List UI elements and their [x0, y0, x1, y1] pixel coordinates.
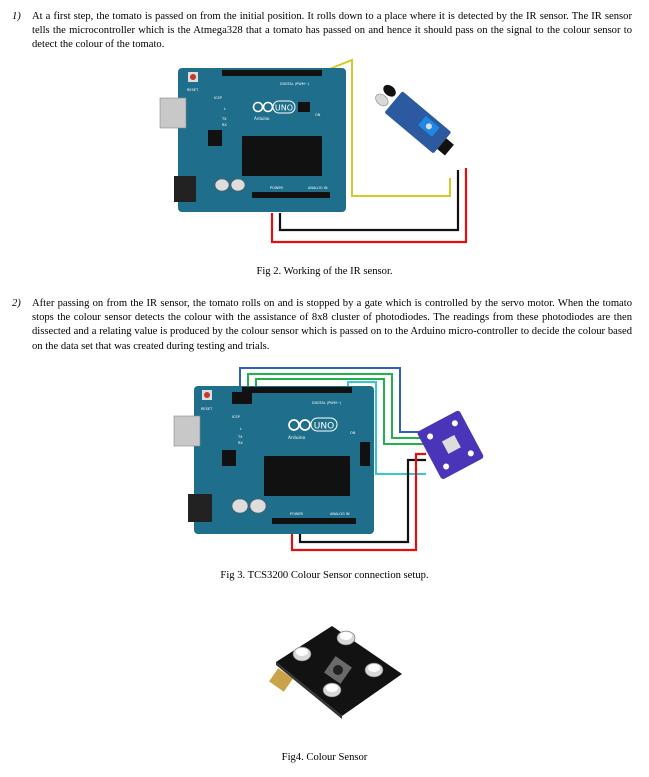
wire-black	[278, 170, 460, 232]
icsp-label: ICSP	[232, 415, 240, 419]
analog-label: ANALOG IN	[330, 512, 350, 516]
section-1-paragraph: 1) At a first step, the tomato is passed…	[12, 10, 632, 54]
section-2-paragraph: 2) After passing on from the IR sensor, …	[12, 297, 632, 355]
reset-label: RESET	[187, 88, 199, 92]
l-label: L	[224, 107, 226, 111]
wire-green-2	[255, 378, 426, 445]
led-icon	[322, 682, 342, 698]
l-label: L	[240, 427, 242, 431]
arduino-logo-icon	[288, 417, 338, 432]
digital-label: DIGITAL (PWM~)	[280, 82, 310, 86]
board-brand-text: Arduino	[254, 116, 270, 121]
rx-label: RX	[238, 441, 243, 445]
board-brand-text: Arduino	[288, 435, 306, 441]
arduino-uno-board: RESET ICSP DIGITAL (PWM~) POWER ANALOG I…	[173, 386, 374, 534]
digital-label: DIGITAL (PWM~)	[312, 401, 342, 405]
on-label: ON	[350, 431, 356, 435]
arduino-logo-icon	[252, 100, 296, 114]
figure-3-caption: Fig 3. TCS3200 Colour Sensor connection …	[220, 570, 429, 581]
wire-blue	[239, 367, 426, 433]
figure-4-colour-sensor-photo	[269, 626, 402, 719]
power-label: POWER	[290, 512, 304, 516]
led-icon	[336, 630, 356, 646]
paragraph-text: At a first step, the tomato is passed on…	[32, 11, 632, 51]
ir-sensor-module	[375, 84, 454, 156]
tx-label: TX	[221, 117, 227, 121]
wire-yellow	[321, 58, 451, 197]
figure-3-colour-sensor-diagram: RESET ICSP DIGITAL (PWM~) POWER ANALOG I…	[173, 367, 484, 552]
analog-label: ANALOG IN	[308, 186, 328, 190]
board-logo-text: UNO	[314, 422, 334, 432]
reset-label: RESET	[201, 407, 213, 411]
figure-4-caption: Fig4. Colour Sensor	[281, 752, 368, 763]
icsp-label: ICSP	[214, 96, 222, 100]
figure-2-ir-sensor-diagram: RESET ICSP DIGITAL (PWM~) POWER ANALOG I…	[159, 58, 468, 244]
tx-label: TX	[237, 435, 243, 439]
arduino-uno-board: RESET ICSP DIGITAL (PWM~) POWER ANALOG I…	[159, 68, 346, 212]
on-label: ON	[315, 113, 321, 117]
wire-green-1	[247, 373, 426, 439]
list-number: 1)	[12, 11, 21, 22]
power-label: POWER	[270, 186, 284, 190]
wire-red	[290, 452, 426, 552]
paragraph-text: After passing on from the IR sensor, the…	[32, 298, 632, 352]
wire-cyan	[347, 381, 426, 475]
board-logo-text: UNO	[275, 104, 293, 113]
list-number: 2)	[12, 298, 21, 309]
led-icon	[292, 646, 312, 662]
wire-black	[298, 458, 426, 544]
rx-label: RX	[222, 123, 227, 127]
wire-red	[270, 168, 468, 244]
figure-2-caption: Fig 2. Working of the IR sensor.	[256, 266, 393, 277]
led-icon	[364, 662, 384, 678]
tcs3200-sensor-module	[417, 410, 484, 479]
